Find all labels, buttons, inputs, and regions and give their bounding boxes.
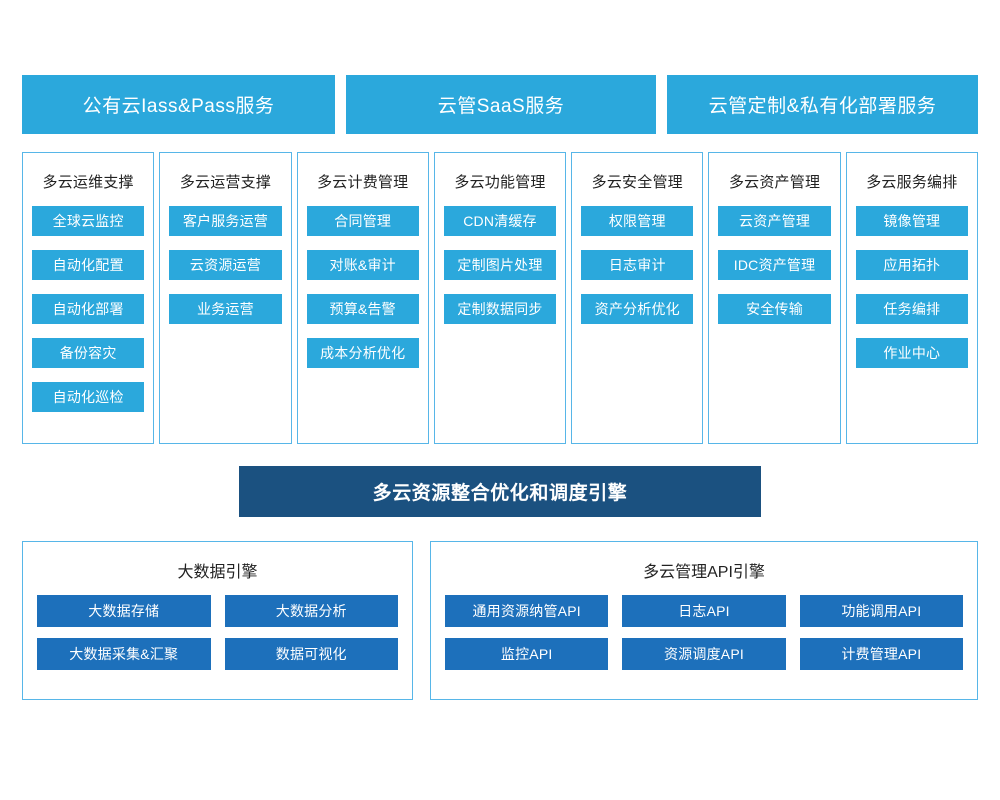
api-engine-panel: 多云管理API引擎 通用资源纳管API 日志API 功能调用API 监控API …: [430, 541, 978, 700]
bigdata-chip[interactable]: 大数据存储: [37, 595, 211, 627]
capability-chip[interactable]: 作业中心: [855, 338, 968, 368]
column-title: 多云功能管理: [454, 174, 546, 191]
service-header-public-cloud[interactable]: 公有云Iass&Pass服务: [22, 75, 335, 134]
bigdata-chip[interactable]: 大数据分析: [224, 595, 398, 627]
panel-title: 大数据引擎: [177, 564, 258, 581]
service-header-label: 公有云Iass&Pass服务: [82, 96, 275, 117]
service-header-saas[interactable]: 云管SaaS服务: [346, 75, 656, 134]
column-title: 多云运维支撑: [42, 174, 134, 191]
capability-chip[interactable]: 定制数据同步: [443, 294, 557, 324]
capability-chip[interactable]: 权限管理: [581, 206, 694, 236]
service-header-label: 云管SaaS服务: [437, 96, 565, 117]
column-title: 多云服务编排: [866, 174, 958, 191]
capability-column-orchestration: 多云服务编排 镜像管理 应用拓扑 任务编排 作业中心: [845, 152, 978, 444]
capability-chip[interactable]: 任务编排: [855, 294, 968, 324]
capability-column-security: 多云安全管理 权限管理 日志审计 资产分析优化: [571, 152, 704, 444]
capability-column-asset: 多云资产管理 云资产管理 IDC资产管理 安全传输: [708, 152, 841, 444]
capability-column-billing: 多云计费管理 合同管理 对账&审计 预算&告警 成本分析优化: [296, 152, 429, 444]
capability-chip[interactable]: 应用拓扑: [855, 250, 968, 280]
capability-chip[interactable]: 预算&告警: [306, 294, 419, 324]
capability-chip[interactable]: 备份容灾: [32, 338, 145, 368]
api-chip[interactable]: 功能调用API: [799, 595, 963, 627]
capability-chip[interactable]: 日志审计: [581, 250, 694, 280]
capability-chip[interactable]: IDC资产管理: [718, 250, 831, 280]
api-chip[interactable]: 监控API: [445, 638, 609, 670]
bigdata-chip-grid: 大数据存储 大数据分析 大数据采集&汇聚 数据可视化: [37, 595, 398, 685]
capability-column-function: 多云功能管理 CDN清缓存 定制图片处理 定制数据同步: [433, 152, 567, 444]
capability-chip[interactable]: 定制图片处理: [443, 250, 557, 280]
bigdata-chip[interactable]: 大数据采集&汇聚: [37, 638, 211, 670]
service-header-row: 公有云Iass&Pass服务 云管SaaS服务 云管定制&私有化部署服务: [22, 75, 978, 134]
capability-chip[interactable]: 业务运营: [169, 294, 282, 324]
column-title: 多云计费管理: [317, 174, 409, 191]
capability-chip[interactable]: 自动化部署: [32, 294, 145, 324]
panel-title: 多云管理API引擎: [643, 564, 765, 581]
capability-chip[interactable]: 全球云监控: [32, 206, 145, 236]
api-chip-grid: 通用资源纳管API 日志API 功能调用API 监控API 资源调度API 计费…: [445, 595, 963, 685]
capability-chip[interactable]: 镜像管理: [855, 206, 968, 236]
capability-chip[interactable]: 合同管理: [306, 206, 419, 236]
column-title: 多云安全管理: [591, 174, 683, 191]
resource-engine-banner: 多云资源整合优化和调度引擎: [239, 466, 761, 517]
resource-engine-label: 多云资源整合优化和调度引擎: [372, 483, 628, 504]
column-title: 多云资产管理: [728, 174, 821, 191]
column-title: 多云运营支撑: [179, 174, 272, 191]
api-chip[interactable]: 资源调度API: [622, 638, 786, 670]
capability-chip[interactable]: 安全传输: [718, 294, 831, 324]
capability-chip[interactable]: 资产分析优化: [581, 294, 694, 324]
engine-panels-row: 大数据引擎 大数据存储 大数据分析 大数据采集&汇聚 数据可视化 多云管理API…: [22, 541, 978, 700]
capability-column-operation-support: 多云运营支撑 客户服务运营 云资源运营 业务运营: [159, 152, 292, 444]
capability-chip[interactable]: 云资源运营: [169, 250, 282, 280]
api-chip[interactable]: 通用资源纳管API: [445, 595, 609, 627]
service-header-label: 云管定制&私有化部署服务: [708, 96, 937, 117]
capability-chip[interactable]: CDN清缓存: [443, 206, 557, 236]
bigdata-chip[interactable]: 数据可视化: [224, 638, 398, 670]
capability-columns-row: 多云运维支撑 全球云监控 自动化配置 自动化部署 备份容灾 自动化巡检 多云运营…: [22, 152, 978, 444]
bigdata-engine-panel: 大数据引擎 大数据存储 大数据分析 大数据采集&汇聚 数据可视化: [22, 541, 413, 700]
api-chip[interactable]: 计费管理API: [799, 638, 963, 670]
capability-chip[interactable]: 云资产管理: [718, 206, 831, 236]
capability-chip[interactable]: 对账&审计: [306, 250, 419, 280]
capability-chip[interactable]: 自动化巡检: [32, 382, 145, 412]
capability-chip[interactable]: 自动化配置: [32, 250, 145, 280]
capability-chip[interactable]: 成本分析优化: [306, 338, 419, 368]
capability-column-ops-support: 多云运维支撑 全球云监控 自动化配置 自动化部署 备份容灾 自动化巡检: [22, 152, 155, 444]
capability-chip[interactable]: 客户服务运营: [169, 206, 282, 236]
service-header-custom-private[interactable]: 云管定制&私有化部署服务: [667, 75, 978, 134]
api-chip[interactable]: 日志API: [622, 595, 786, 627]
